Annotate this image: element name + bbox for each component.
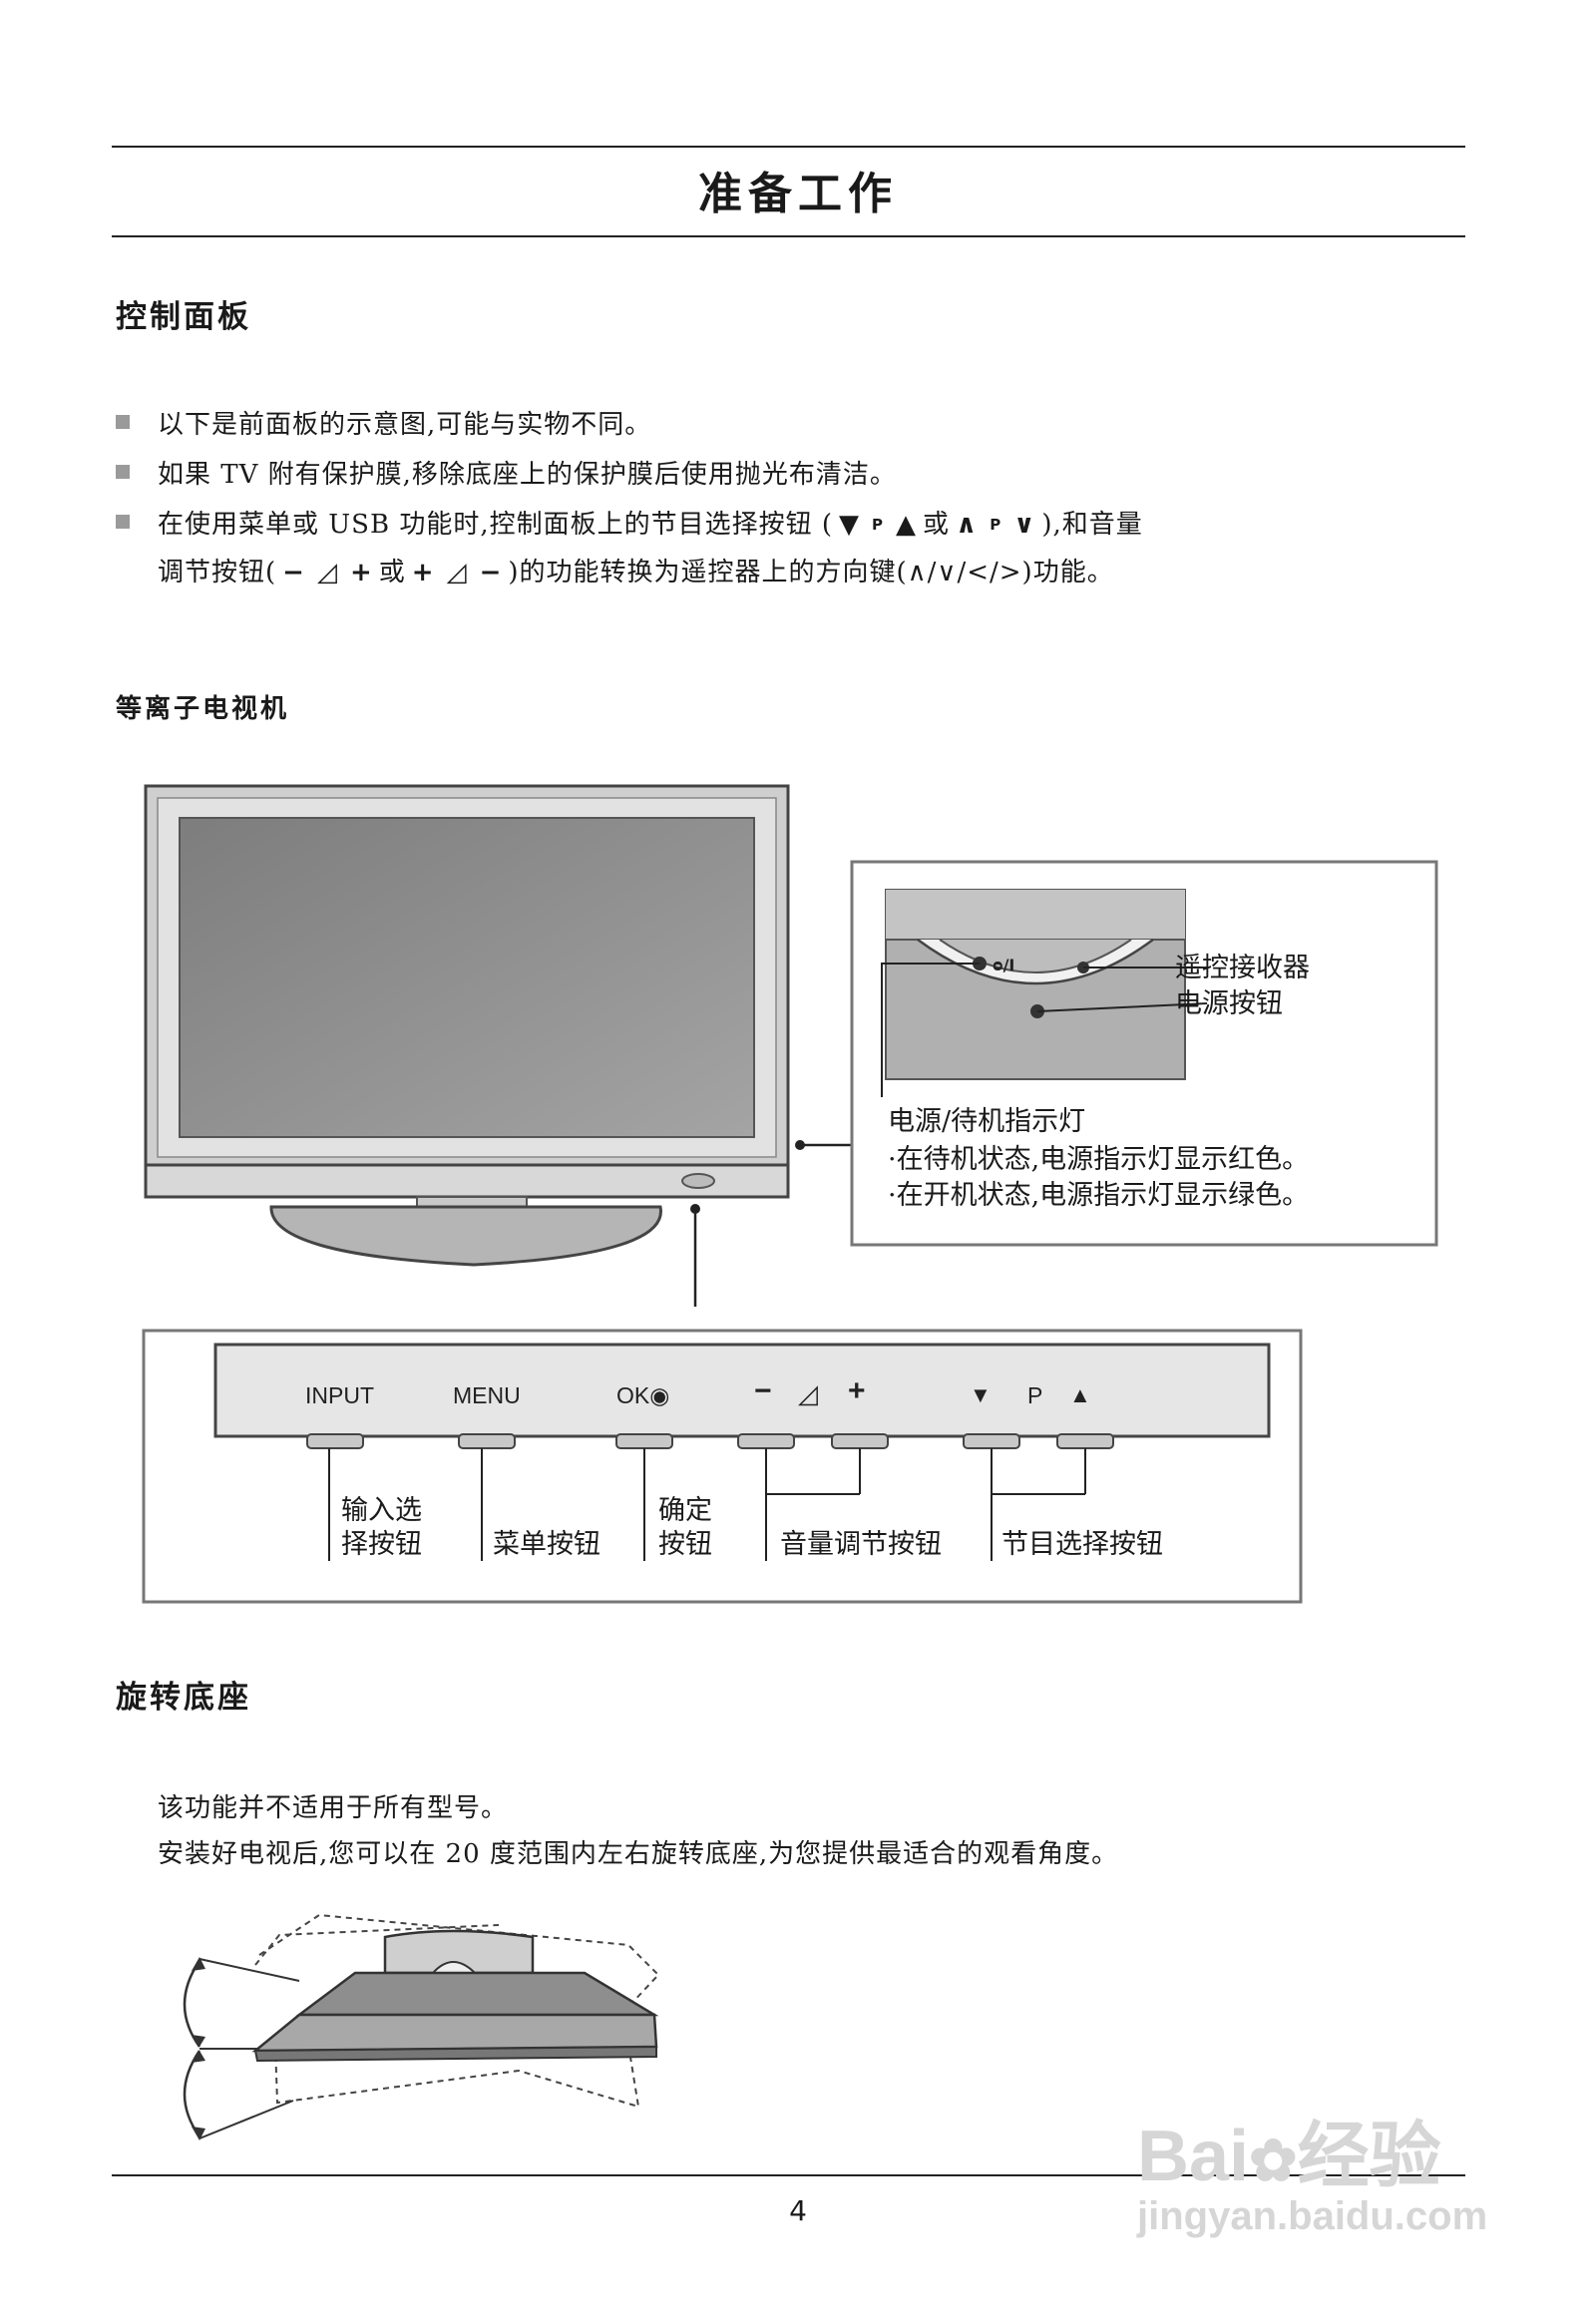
bullet3-part2: ),和音量 xyxy=(1041,510,1143,540)
bullet-text: 如果 TV 附有保护膜,移除底座上的保护膜后使用抛光布清洁。 xyxy=(158,460,897,490)
bullet-text-3: 在使用菜单或 USB 功能时,控制面板上的节目选择按钮 (▼ P ▲或∧ P ∨),和音… xyxy=(158,504,1143,541)
swivel-stand-illustration xyxy=(183,1913,660,2140)
caret-down-symbol: ∨ xyxy=(1013,510,1036,540)
page-title: 准备工作 xyxy=(698,169,898,219)
page-number: 4 xyxy=(789,2194,807,2227)
top-rule xyxy=(112,146,1465,148)
channel-down-button[interactable]: ▼ xyxy=(970,1382,992,1407)
power-symbol: ᴑ/I xyxy=(993,956,1015,974)
plus-symbol: + xyxy=(411,558,435,587)
ok-button-label-2: 按钮 xyxy=(658,1529,712,1560)
bullet-text: 以下是前面板的示意图,可能与实物不同。 xyxy=(158,410,652,440)
channel-p-label: P xyxy=(1027,1382,1043,1408)
minus-symbol: − xyxy=(479,558,503,587)
footer-rule xyxy=(112,2174,1465,2176)
swivel-note-1: 该功能并不适用于所有型号。 xyxy=(158,1793,509,1823)
menu-button[interactable]: MENU xyxy=(453,1382,521,1408)
bullet3-part1: 在使用菜单或 USB 功能时,控制面板上的节目选择按钮 ( xyxy=(158,510,834,540)
tv-illustration xyxy=(144,784,856,1307)
section-heading-control-panel: 控制面板 xyxy=(116,299,251,335)
or-text: 或 xyxy=(923,510,951,540)
on-note: ·在开机状态,电源指示灯显示绿色。 xyxy=(888,1180,1310,1211)
volume-icon: ◿ xyxy=(446,558,468,587)
menu-button-label: 菜单按钮 xyxy=(493,1529,600,1560)
bullet-marker xyxy=(116,515,130,529)
bullet-marker xyxy=(116,465,130,479)
volume-icon: ◿ xyxy=(798,1378,818,1408)
input-button-label-2: 择按钮 xyxy=(341,1529,422,1560)
ok-button-label-1: 确定 xyxy=(658,1495,712,1526)
section-heading-swivel-stand: 旋转底座 xyxy=(116,1680,251,1716)
volume-icon: ◿ xyxy=(316,558,338,587)
indicator-title: 电源/待机指示灯 xyxy=(888,1106,1086,1137)
section-heading-plasma-tv: 等离子电视机 xyxy=(116,694,290,724)
bullet-marker xyxy=(116,415,130,429)
title-rule xyxy=(112,235,1465,237)
minus-symbol: − xyxy=(282,558,305,587)
paw-icon: ✿ xyxy=(1249,2129,1298,2193)
volume-down-button[interactable]: − xyxy=(754,1374,772,1407)
caret-up-symbol: ∧ xyxy=(956,510,979,540)
watermark-brand-text: Bai xyxy=(1137,2117,1250,2196)
ok-button[interactable]: OK◉ xyxy=(616,1382,670,1408)
watermark-url: jingyan.baidu.com xyxy=(1137,2194,1488,2238)
bullet3-line2-part2: )的功能转换为遥控器上的方向键(∧/∨/</>)功能。 xyxy=(508,558,1114,587)
bullet3-line2-part1: 调节按钮( xyxy=(158,558,277,587)
watermark-brand-text-2: 经验 xyxy=(1297,2117,1441,2196)
channel-up-button[interactable]: ▲ xyxy=(1069,1382,1091,1407)
power-button-label: 电源按钮 xyxy=(1175,988,1283,1019)
bullet-text-3-line2: 调节按钮(−◿+或+◿−)的功能转换为遥控器上的方向键(∧/∨/</>)功能。 xyxy=(158,552,1114,588)
remote-receiver-label: 遥控接收器 xyxy=(1175,953,1310,983)
program-button-label: 节目选择按钮 xyxy=(1001,1529,1163,1560)
input-button-label-1: 输入选 xyxy=(341,1495,422,1526)
power-callout-box xyxy=(850,860,1438,1247)
p-symbol: P xyxy=(872,516,885,534)
or-text: 或 xyxy=(378,558,406,587)
volume-button-label: 音量调节按钮 xyxy=(780,1529,942,1560)
input-button[interactable]: INPUT xyxy=(305,1382,374,1408)
channel-down-symbol: ▼ xyxy=(839,510,861,540)
plus-symbol: + xyxy=(349,558,373,587)
volume-up-button[interactable]: + xyxy=(848,1374,866,1407)
channel-up-symbol: ▲ xyxy=(896,510,918,540)
standby-note: ·在待机状态,电源指示灯显示红色。 xyxy=(888,1144,1310,1175)
swivel-note-2: 安装好电视后,您可以在 20 度范围内左右旋转底座,为您提供最适合的观看角度。 xyxy=(158,1839,1119,1869)
watermark-brand: Bai✿经验 xyxy=(1137,2097,1441,2201)
p-symbol: P xyxy=(990,516,1002,534)
control-panel-box xyxy=(142,1329,1303,1604)
